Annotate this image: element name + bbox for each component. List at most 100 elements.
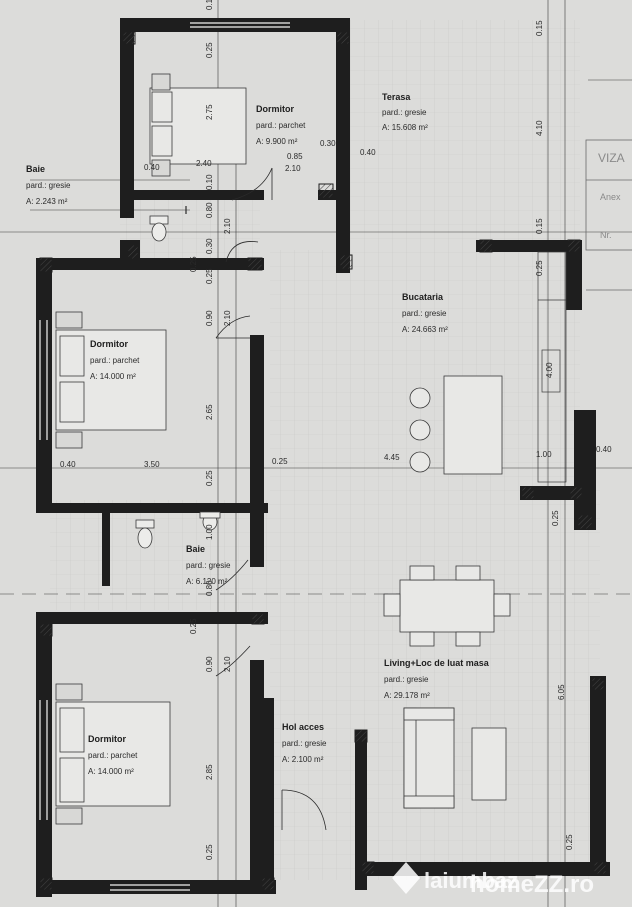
toilet-icon bbox=[135, 215, 221, 549]
svg-text:pard.: parchet: pard.: parchet bbox=[88, 751, 138, 760]
svg-text:0.25: 0.25 bbox=[189, 618, 198, 634]
svg-text:pard.: parchet: pard.: parchet bbox=[256, 121, 306, 130]
bed-top bbox=[149, 73, 247, 177]
svg-text:pard.: parchet: pard.: parchet bbox=[90, 356, 140, 365]
svg-text:A: 15.608 m²: A: 15.608 m² bbox=[382, 123, 428, 132]
room-label-bucataria: Bucataria pard.: gresie A: 24.663 m² bbox=[402, 292, 448, 334]
svg-text:2.10: 2.10 bbox=[223, 656, 232, 672]
svg-text:4.00: 4.00 bbox=[545, 362, 554, 378]
svg-text:pard.: gresie: pard.: gresie bbox=[382, 108, 427, 117]
svg-text:0.25: 0.25 bbox=[205, 470, 214, 486]
svg-text:2.40: 2.40 bbox=[196, 159, 212, 168]
svg-text:0.10: 0.10 bbox=[205, 174, 214, 190]
tiled-floor bbox=[50, 20, 600, 880]
svg-text:0.25: 0.25 bbox=[205, 42, 214, 58]
svg-text:A: 24.663 m²: A: 24.663 m² bbox=[402, 325, 448, 334]
vertical-dimension-labels: 0.15 0.25 2.75 0.10 0.80 2.10 0.30 0.25 … bbox=[189, 0, 574, 860]
stamp-area bbox=[585, 139, 632, 291]
svg-text:Dormitor: Dormitor bbox=[256, 104, 294, 114]
svg-text:0.90: 0.90 bbox=[205, 310, 214, 326]
room-label-dormitor-bottom: Dormitor pard.: parchet A: 14.000 m² bbox=[88, 734, 138, 776]
svg-text:A: 2.243 m²: A: 2.243 m² bbox=[26, 197, 68, 206]
svg-text:Dormitor: Dormitor bbox=[90, 339, 128, 349]
doors bbox=[185, 167, 327, 831]
svg-text:2.10: 2.10 bbox=[223, 310, 232, 326]
svg-text:0.15: 0.15 bbox=[205, 0, 214, 10]
svg-text:2.75: 2.75 bbox=[205, 104, 214, 120]
svg-text:6.05: 6.05 bbox=[557, 684, 566, 700]
svg-text:2.65: 2.65 bbox=[205, 404, 214, 420]
svg-text:4.10: 4.10 bbox=[535, 120, 544, 136]
svg-text:0.25: 0.25 bbox=[205, 268, 214, 284]
svg-text:0.25: 0.25 bbox=[551, 510, 560, 526]
dining-table bbox=[383, 565, 511, 647]
svg-text:2.10: 2.10 bbox=[223, 218, 232, 234]
svg-text:Baie: Baie bbox=[186, 544, 205, 554]
room-label-hol: Hol acces pard.: gresie A: 2.100 m² bbox=[282, 722, 327, 764]
svg-text:0.40: 0.40 bbox=[144, 163, 160, 172]
anex-label: Anex bbox=[600, 192, 621, 202]
svg-text:2.85: 2.85 bbox=[205, 764, 214, 780]
svg-text:0.40: 0.40 bbox=[596, 445, 612, 454]
svg-text:1.00: 1.00 bbox=[205, 524, 214, 540]
svg-text:0.25: 0.25 bbox=[205, 844, 214, 860]
svg-text:homeZZ.ro: homeZZ.ro bbox=[470, 871, 594, 898]
room-label-baie-mid: Baie pard.: gresie A: 6.120 m² bbox=[186, 544, 231, 586]
nr-label: Nr. bbox=[600, 230, 612, 240]
svg-text:pard.: gresie: pard.: gresie bbox=[186, 561, 231, 570]
svg-text:Dormitor: Dormitor bbox=[88, 734, 126, 744]
svg-text:A: 6.120 m²: A: 6.120 m² bbox=[186, 577, 228, 586]
svg-text:Terasa: Terasa bbox=[382, 92, 411, 102]
svg-text:0.40: 0.40 bbox=[60, 460, 76, 469]
watermark: laiumbaz homeZZ.ro bbox=[392, 862, 594, 898]
svg-text:pard.: gresie: pard.: gresie bbox=[282, 739, 327, 748]
svg-text:0.25: 0.25 bbox=[272, 457, 288, 466]
svg-text:0.30: 0.30 bbox=[205, 238, 214, 254]
svg-text:A: 9.900 m²: A: 9.900 m² bbox=[256, 137, 298, 146]
svg-text:Hol acces: Hol acces bbox=[282, 722, 324, 732]
room-label-living: Living+Loc de luat masa pard.: gresie A:… bbox=[384, 658, 490, 700]
svg-text:pard.: gresie: pard.: gresie bbox=[384, 675, 429, 684]
svg-text:Baie: Baie bbox=[26, 164, 45, 174]
room-label-baie-small: Baie pard.: gresie A: 2.243 m² bbox=[26, 164, 71, 206]
svg-text:1.00: 1.00 bbox=[536, 450, 552, 459]
hatched-blocks bbox=[39, 31, 607, 891]
dimension-labels: 0.40 2.40 0.85 0.30 0.40 2.10 0.40 3.50 … bbox=[60, 139, 612, 469]
windows bbox=[39, 22, 290, 891]
viza-label: VIZA bbox=[598, 151, 625, 165]
room-label-dormitor-mid: Dormitor pard.: parchet A: 14.000 m² bbox=[90, 339, 140, 381]
svg-text:laiumbaz: laiumbaz bbox=[424, 868, 518, 893]
svg-text:4.45: 4.45 bbox=[384, 453, 400, 462]
svg-text:A: 14.000 m²: A: 14.000 m² bbox=[88, 767, 134, 776]
svg-text:A: 2.100 m²: A: 2.100 m² bbox=[282, 755, 324, 764]
room-label-terasa: Terasa pard.: gresie A: 15.608 m² bbox=[382, 92, 428, 132]
svg-text:0.30: 0.30 bbox=[320, 139, 336, 148]
svg-text:0.85: 0.85 bbox=[287, 152, 303, 161]
svg-text:Bucataria: Bucataria bbox=[402, 292, 444, 302]
svg-text:0.80: 0.80 bbox=[205, 202, 214, 218]
room-label-dormitor-top: Dormitor pard.: parchet A: 9.900 m² bbox=[256, 104, 306, 146]
svg-text:0.25: 0.25 bbox=[535, 260, 544, 276]
sofa bbox=[403, 707, 507, 809]
svg-text:0.25: 0.25 bbox=[565, 834, 574, 850]
svg-text:0.15: 0.15 bbox=[535, 20, 544, 36]
svg-text:2.10: 2.10 bbox=[285, 164, 301, 173]
svg-text:0.90: 0.90 bbox=[205, 656, 214, 672]
svg-text:pard.: gresie: pard.: gresie bbox=[26, 181, 71, 190]
svg-text:0.80: 0.80 bbox=[205, 580, 214, 596]
svg-text:0.40: 0.40 bbox=[360, 148, 376, 157]
svg-text:pard.: gresie: pard.: gresie bbox=[402, 309, 447, 318]
svg-text:A: 14.000 m²: A: 14.000 m² bbox=[90, 372, 136, 381]
svg-text:Living+Loc de luat masa: Living+Loc de luat masa bbox=[384, 658, 490, 668]
svg-text:0.15: 0.15 bbox=[535, 218, 544, 234]
bed-bottom bbox=[55, 683, 171, 825]
svg-text:0.25: 0.25 bbox=[189, 256, 198, 272]
kitchen-counter bbox=[537, 251, 567, 483]
svg-text:3.50: 3.50 bbox=[144, 460, 160, 469]
svg-text:A: 29.178 m²: A: 29.178 m² bbox=[384, 691, 430, 700]
kitchen-island bbox=[409, 375, 503, 475]
walls bbox=[36, 18, 610, 897]
bed-mid bbox=[55, 311, 167, 449]
